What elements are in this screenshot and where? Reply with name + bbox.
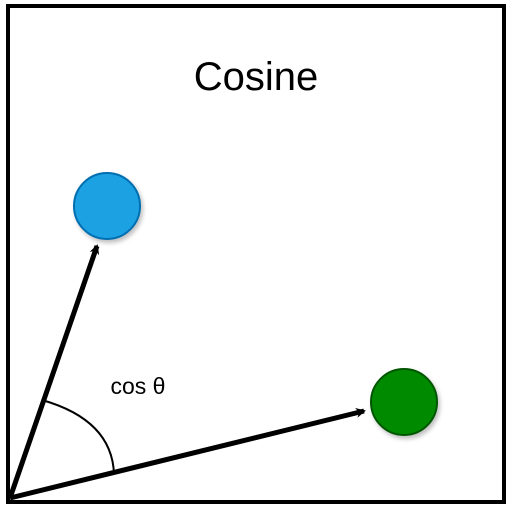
angle-label: cos θ bbox=[111, 373, 166, 399]
blue-point bbox=[73, 172, 141, 240]
vector-to-blue-point bbox=[7, 244, 100, 499]
vector-to-green-point bbox=[9, 408, 366, 501]
green-point bbox=[370, 368, 438, 436]
diagram-title: Cosine bbox=[194, 55, 319, 99]
angle-arc bbox=[41, 399, 115, 475]
